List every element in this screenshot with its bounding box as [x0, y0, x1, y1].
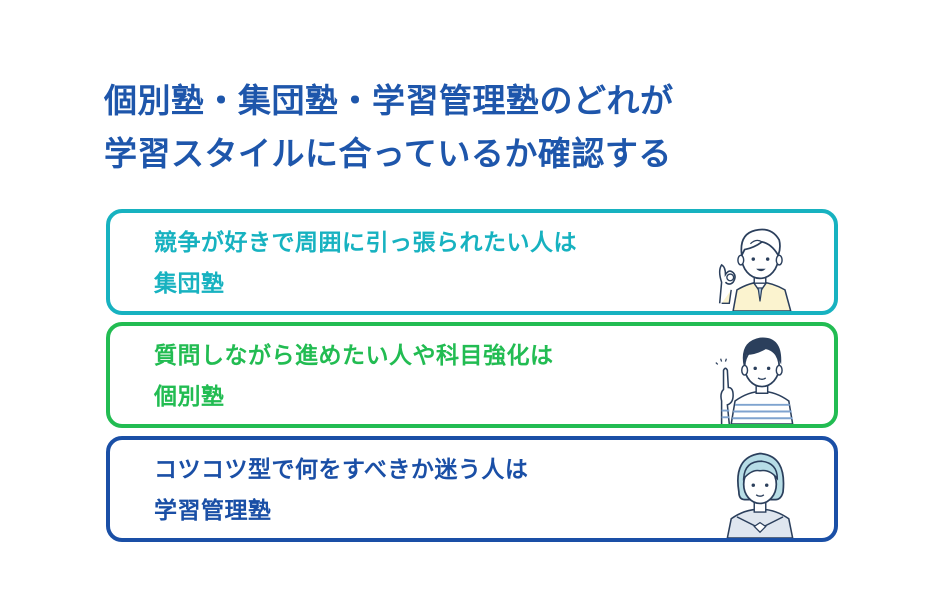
card-text: コツコツ型で何をすべきか迷う人は 学習管理塾: [154, 450, 528, 532]
card-school-type: 集団塾: [154, 271, 225, 297]
card-description: 質問しながら進めたい人や科目強化は: [154, 343, 554, 369]
card-description: 競争が好きで周囲に引っ張られたい人は: [154, 230, 577, 256]
card-school-type: 個別塾: [154, 384, 225, 410]
girl-sailor-uniform-icon: [726, 452, 794, 538]
card-study-management-school: コツコツ型で何をすべきか迷う人は 学習管理塾: [106, 436, 838, 542]
title-line-1: 個別塾・集団塾・学習管理塾のどれが: [104, 81, 674, 120]
boy-ok-sign-icon: [718, 228, 792, 311]
title-line-2: 学習スタイルに合っているか確認する: [104, 134, 672, 173]
card-school-type: 学習管理塾: [154, 498, 272, 524]
boy-pointing-up-icon: [715, 337, 794, 424]
card-text: 競争が好きで周囲に引っ張られたい人は 集団塾: [154, 223, 577, 305]
card-description: コツコツ型で何をすべきか迷う人は: [154, 457, 529, 483]
card-group-school: 競争が好きで周囲に引っ張られたい人は 集団塾: [106, 209, 838, 315]
card-individual-school: 質問しながら進めたい人や科目強化は 個別塾: [106, 322, 838, 428]
card-text: 質問しながら進めたい人や科目強化は 個別塾: [154, 336, 554, 418]
page-title: 個別塾・集団塾・学習管理塾のどれが 学習スタイルに合っているか確認する: [104, 74, 844, 180]
